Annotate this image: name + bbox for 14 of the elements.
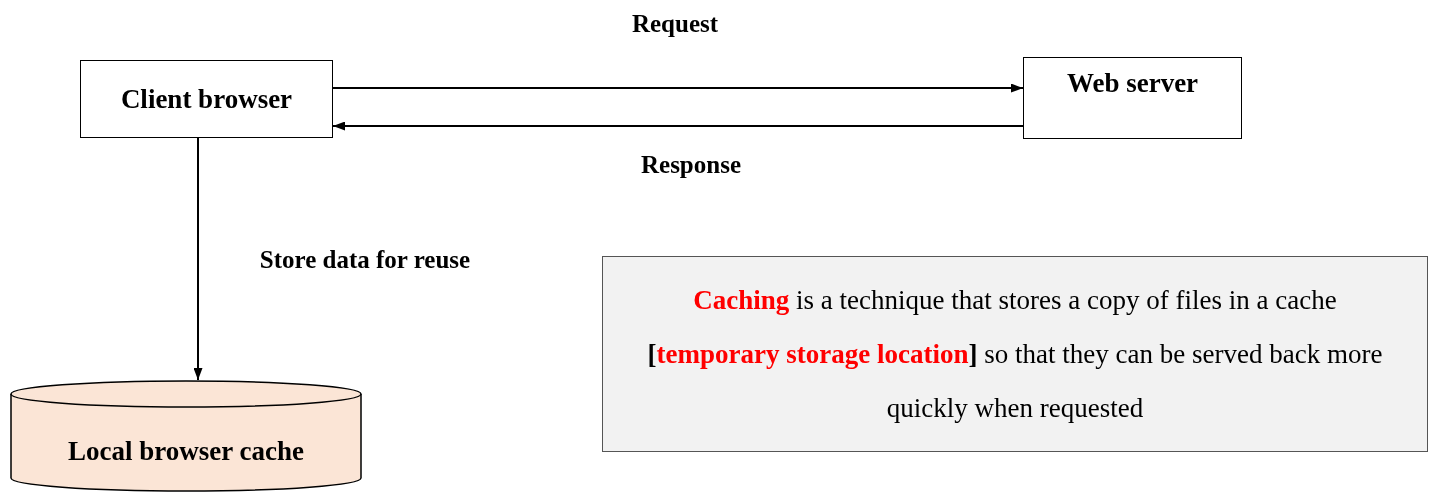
box-label: Client browser: [120, 83, 293, 115]
arrow: [193, 137, 203, 381]
edge-label: Request: [631, 10, 719, 38]
process-box: [1023, 57, 1242, 139]
process-box: [80, 60, 333, 138]
definition-text: Caching is a technique that stores a copy of files in a cache [temporary storage location] so that they can be served back more quickly when requested: [646, 284, 1384, 425]
arrow: [332, 83, 1024, 93]
box-label: Web server: [1066, 68, 1199, 99]
definition-box: [602, 256, 1428, 452]
edge-label: Store data for reuse: [259, 246, 471, 274]
edge-label: Response: [641, 151, 741, 179]
cache-cylinder: [10, 380, 362, 492]
cylinder-label: Local browser cache: [68, 435, 304, 467]
arrow: [332, 121, 1024, 131]
